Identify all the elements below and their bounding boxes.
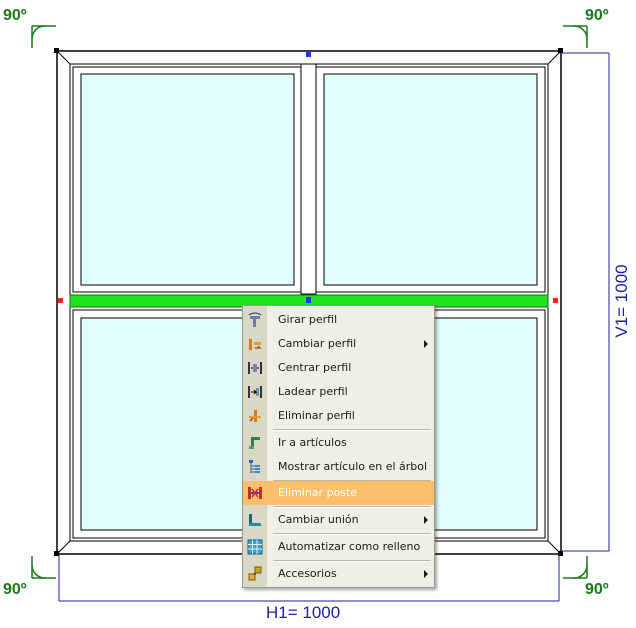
submenu-arrow-icon xyxy=(424,570,428,578)
selection-handle-top[interactable] xyxy=(306,52,311,57)
go-to-articles-icon xyxy=(249,437,260,449)
center-profile-icon xyxy=(248,362,262,374)
angle-mark-top-left-icon xyxy=(31,25,56,48)
menu-item-label: Centrar perfil xyxy=(278,361,352,374)
angle-label-top-left: 90º xyxy=(3,7,27,24)
menu-item-eliminar-perfil[interactable]: Eliminar perfil xyxy=(243,404,434,428)
angle-mark-bottom-left-icon xyxy=(31,556,56,579)
menu-separator xyxy=(273,533,431,535)
horizontal-dimension-line[interactable] xyxy=(58,554,560,602)
vertical-dimension-line[interactable] xyxy=(561,52,610,552)
angle-label-top-right: 90º xyxy=(585,7,609,24)
corner-handle-bottom-right[interactable] xyxy=(558,551,563,556)
menu-item-label: Eliminar poste xyxy=(278,486,358,499)
rotate-profile-icon xyxy=(248,312,262,327)
menu-separator xyxy=(273,560,431,562)
glass-pane-top-right[interactable] xyxy=(323,73,538,286)
tree-icon xyxy=(249,460,260,473)
context-menu: Girar perfil Cambiar perfil Centrar perf… xyxy=(242,305,435,588)
selection-handle-left[interactable] xyxy=(58,298,63,303)
menu-item-eliminar-poste[interactable]: Eliminar poste xyxy=(243,481,434,505)
menu-item-label: Cambiar unión xyxy=(278,513,359,526)
horizontal-dimension-label[interactable]: H1= 1000 xyxy=(266,603,341,622)
menu-item-label: Mostrar artículo en el árbol xyxy=(278,460,428,473)
menu-item-girar-perfil[interactable]: Girar perfil xyxy=(243,308,434,332)
corner-handle-top-right[interactable] xyxy=(558,48,563,53)
change-profile-icon xyxy=(249,339,262,350)
delete-profile-icon xyxy=(249,410,261,422)
menu-item-ladear-perfil[interactable]: Ladear perfil xyxy=(243,380,434,404)
menu-item-label: Eliminar perfil xyxy=(278,409,355,422)
menu-item-label: Ladear perfil xyxy=(278,385,348,398)
change-joint-icon xyxy=(249,514,261,526)
submenu-arrow-icon xyxy=(424,340,428,348)
submenu-arrow-icon xyxy=(424,516,428,524)
menu-item-cambiar-union[interactable]: Cambiar unión xyxy=(243,508,434,532)
angle-label-bottom-left: 90º xyxy=(3,581,27,598)
delete-mullion-icon xyxy=(248,487,262,499)
menu-item-ir-a-articulos[interactable]: Ir a artículos xyxy=(243,431,434,455)
grid-fill-icon xyxy=(247,539,263,555)
menu-item-label: Cambiar perfil xyxy=(278,337,357,350)
menu-separator xyxy=(273,506,431,508)
menu-item-centrar-perfil[interactable]: Centrar perfil xyxy=(243,356,434,380)
menu-item-label: Accesorios xyxy=(278,567,337,580)
vertical-dimension-label[interactable]: V1= 1000 xyxy=(612,264,631,338)
selection-handle-center[interactable] xyxy=(306,297,311,303)
glass-pane-top-left[interactable] xyxy=(80,73,295,286)
selection-handle-right[interactable] xyxy=(553,298,558,303)
corner-handle-bottom-left[interactable] xyxy=(54,551,59,556)
menu-item-label: Automatizar como relleno xyxy=(278,540,421,553)
menu-item-label: Ir a artículos xyxy=(278,436,347,449)
corner-handle-top-left[interactable] xyxy=(54,48,59,53)
menu-item-accesorios[interactable]: Accesorios xyxy=(243,562,434,586)
angle-label-bottom-right: 90º xyxy=(585,581,609,598)
accessories-icon xyxy=(248,566,262,581)
menu-item-automatizar-relleno[interactable]: Automatizar como relleno xyxy=(243,535,434,559)
angle-mark-top-right-icon xyxy=(563,25,588,48)
menu-item-label: Girar perfil xyxy=(278,313,338,326)
menu-item-cambiar-perfil[interactable]: Cambiar perfil xyxy=(243,332,434,356)
menu-separator xyxy=(273,429,431,431)
menu-item-mostrar-articulo[interactable]: Mostrar artículo en el árbol xyxy=(243,455,434,479)
vertical-mullion[interactable] xyxy=(300,63,317,295)
tilt-profile-icon xyxy=(248,386,262,398)
angle-mark-bottom-right-icon xyxy=(563,556,588,579)
